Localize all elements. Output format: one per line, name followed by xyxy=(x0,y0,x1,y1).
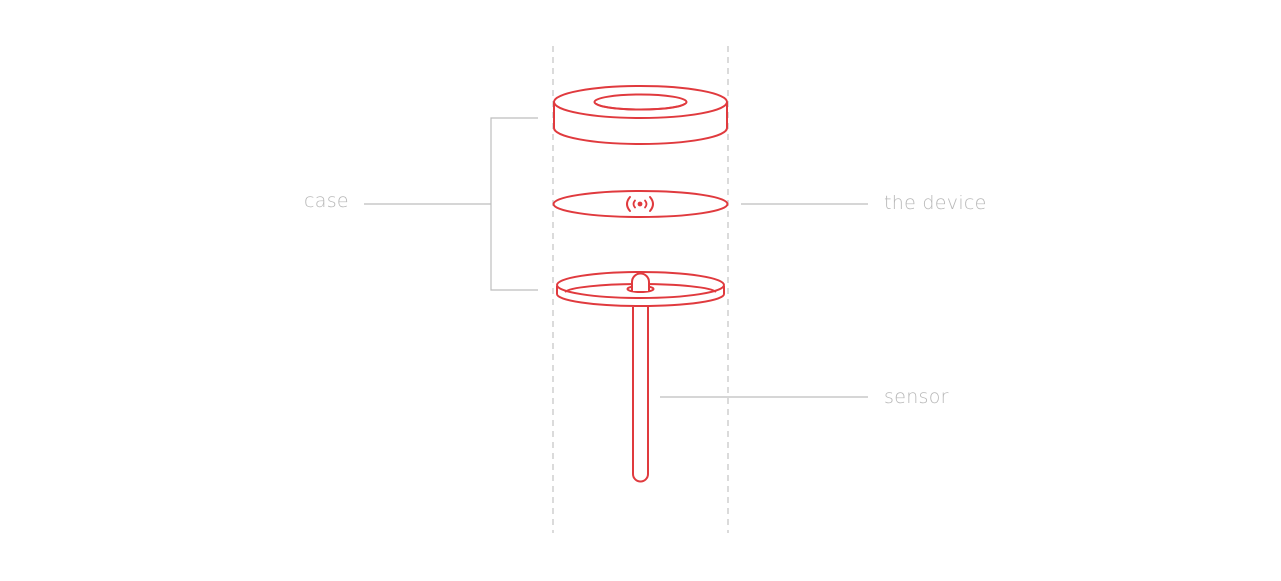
sensor-probe xyxy=(632,307,649,483)
sensor-label: sensor xyxy=(884,386,949,408)
case-lid xyxy=(553,85,728,145)
case-label: case xyxy=(304,190,349,212)
case-base xyxy=(556,271,725,307)
wireless-signal-icon xyxy=(612,193,668,215)
case-bracket xyxy=(364,117,538,291)
device-label: the device xyxy=(884,192,987,214)
